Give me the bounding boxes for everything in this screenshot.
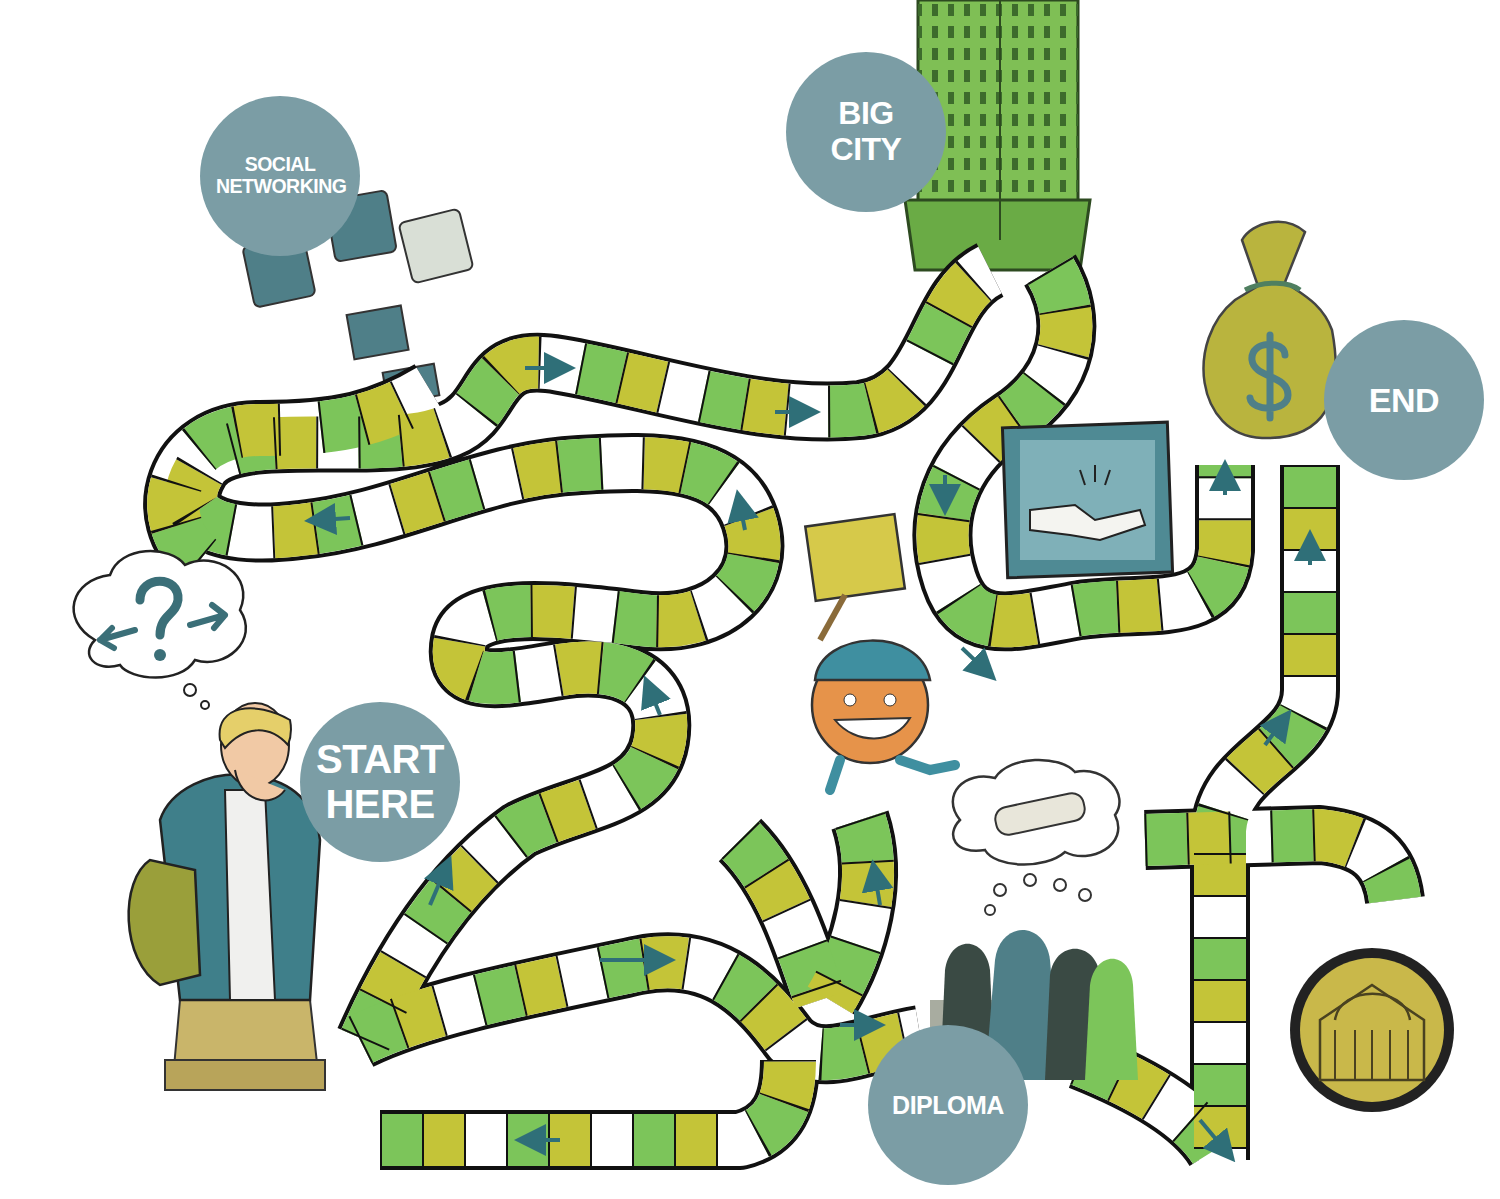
handshake-panel [1002, 422, 1172, 578]
circle-text: END [1340, 381, 1468, 419]
money-bag [1204, 222, 1336, 438]
circle-fill [200, 96, 360, 256]
question-bubble [74, 551, 246, 709]
mascot-figure [805, 514, 955, 790]
circle-text: BIG CITY [802, 96, 930, 168]
circle-label: END [1324, 320, 1484, 480]
circle-text: SOCIAL NETWORKING [216, 154, 344, 198]
circle-label: START HERE [300, 702, 460, 862]
circle-label: BIG CITY [786, 52, 946, 212]
circle-label: DIPLOMA [868, 1025, 1028, 1185]
circle-fill [300, 702, 460, 862]
circle-label: SOCIAL NETWORKING [200, 96, 360, 256]
circle-fill [786, 52, 946, 212]
circle-text: START HERE [316, 737, 444, 827]
circle-fill [1324, 320, 1484, 480]
library-medallion [1290, 948, 1454, 1112]
student-figure [129, 703, 325, 1090]
diploma-bubble [953, 760, 1120, 915]
circle-text: DIPLOMA [884, 1091, 1012, 1119]
circle-fill [868, 1025, 1028, 1185]
direction-arrows [320, 368, 1310, 1150]
